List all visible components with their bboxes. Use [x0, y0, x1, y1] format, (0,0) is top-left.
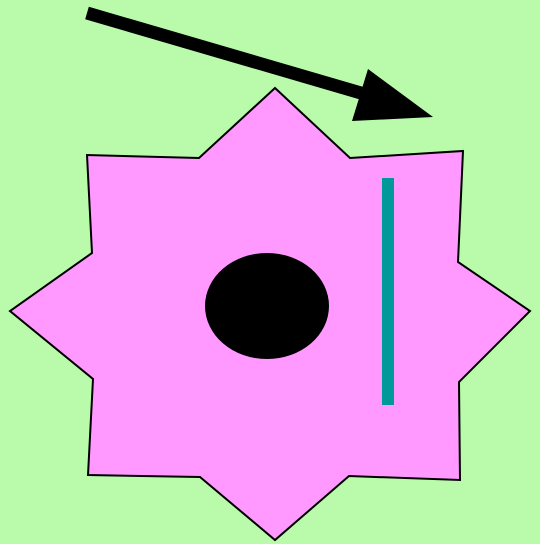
teal-vertical-line — [382, 178, 394, 405]
black-ellipse — [205, 253, 329, 359]
